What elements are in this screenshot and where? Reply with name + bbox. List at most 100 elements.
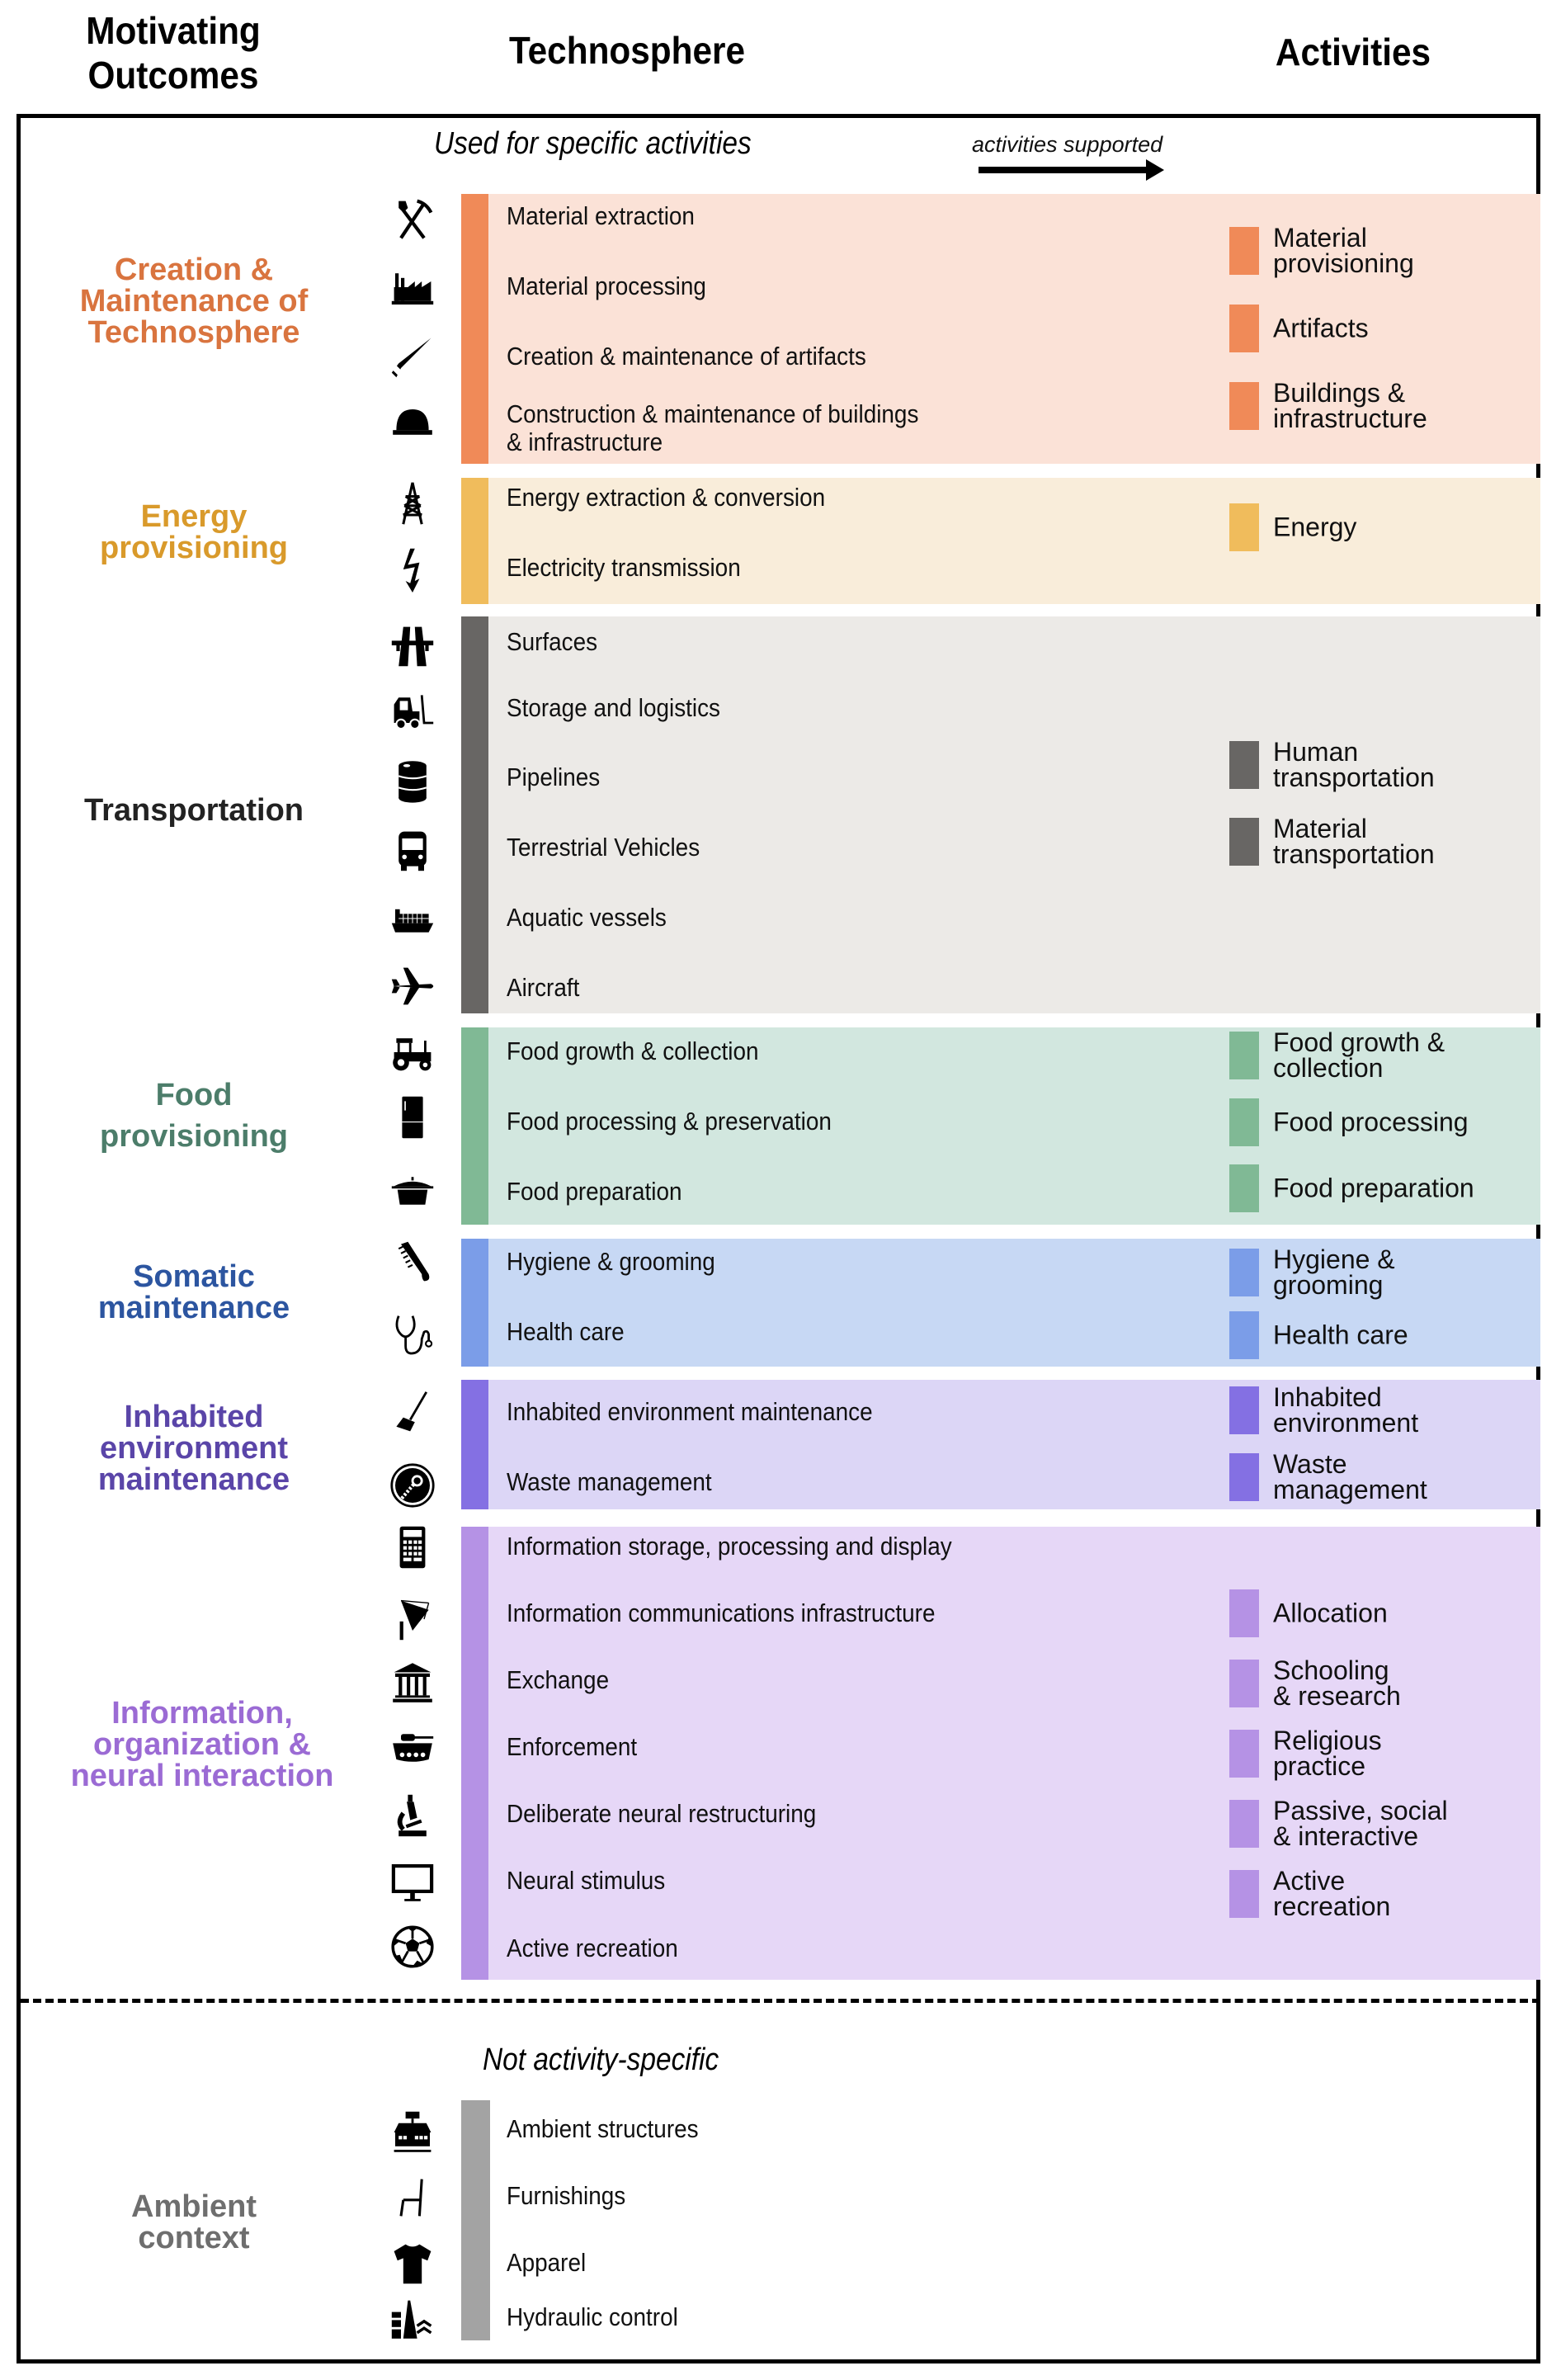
activity-label: Schooling & research (1273, 1655, 1401, 1711)
activity-swatch (1229, 1660, 1259, 1707)
activity-label: Active recreation (1273, 1866, 1391, 1921)
activity-swatch (1229, 1730, 1259, 1778)
tech-item: Neural stimulus (507, 1866, 666, 1895)
block-background (488, 1027, 1540, 1225)
tech-item: Exchange (507, 1665, 610, 1694)
block-background (488, 1239, 1540, 1367)
activity-label: Food preparation (1273, 1173, 1474, 1203)
category-label-creation: Creation & Maintenance of Technosphere (79, 253, 309, 350)
header-technosphere: Technosphere (508, 29, 746, 72)
tech-item: Aquatic vessels (507, 903, 667, 932)
block-background (488, 1527, 1540, 1980)
factory-icon (389, 264, 436, 310)
activity-swatch (1229, 382, 1259, 430)
category-label-transport: Transportation (83, 793, 304, 828)
cargo-ship-icon (389, 895, 436, 942)
block-somatic (461, 1239, 1540, 1367)
activity-label: Artifacts (1273, 313, 1369, 343)
activity-label: Hygiene & grooming (1273, 1244, 1395, 1300)
bus-icon (389, 827, 436, 873)
tech-item: Health care (507, 1317, 625, 1346)
tech-item: Pipelines (507, 763, 601, 791)
calculator-icon (389, 1524, 436, 1570)
category-label-somatic: Somatic maintenance (97, 1259, 290, 1325)
activities-arrow-icon (979, 159, 1164, 181)
tech-item: Energy extraction & conversion (507, 483, 826, 512)
activity-label: Passive, social & interactive (1273, 1796, 1448, 1851)
activity-swatch (1229, 1589, 1259, 1637)
block-background (488, 616, 1540, 1013)
satellite-dish-icon (389, 1596, 436, 1642)
tech-item: Aircraft (507, 973, 580, 1002)
microscope-icon (389, 1792, 436, 1839)
tech-item: Surfaces (507, 627, 598, 656)
tech-item: Construction & maintenance of buildings … (507, 399, 919, 456)
subtitle-specific: Used for specific activities (434, 126, 752, 161)
color-bar (461, 1380, 488, 1509)
block-info (461, 1527, 1540, 1980)
highway-icon (389, 622, 436, 668)
activity-swatch (1229, 1870, 1259, 1918)
activity-label: Food growth & collection (1273, 1027, 1445, 1083)
forklift-icon (389, 688, 436, 734)
block-background (488, 194, 1540, 464)
tech-item: Furnishings (507, 2181, 626, 2210)
activity-swatch (1229, 1453, 1259, 1501)
tech-item: Enforcement (507, 1732, 638, 1761)
activity-label: Material provisioning (1273, 223, 1414, 278)
refrigerator-icon (389, 1094, 436, 1140)
tractor-icon (389, 1029, 436, 1075)
tshirt-icon (389, 2240, 436, 2286)
category-label-food: Food provisioning (100, 1078, 288, 1154)
activity-swatch (1229, 1164, 1259, 1212)
airplane-icon (389, 963, 436, 1009)
tech-item: Apparel (507, 2248, 587, 2277)
activity-swatch (1229, 1249, 1259, 1296)
tech-item: Material extraction (507, 201, 695, 230)
category-label-energy: Energy provisioning (100, 499, 288, 565)
oil-derrick-icon (389, 480, 436, 527)
tech-item: Terrestrial Vehicles (507, 833, 700, 862)
activity-label: Health care (1273, 1320, 1408, 1350)
monitor-icon (389, 1858, 436, 1905)
category-label-ambient: Ambient context (131, 2189, 257, 2255)
color-bar (461, 194, 488, 464)
cooking-pot-icon (389, 1168, 436, 1214)
activity-swatch (1229, 1311, 1259, 1359)
header-motivating-outcomes: Motivating Outcomes (86, 9, 261, 97)
category-label-info: Information, organization & neural inter… (70, 1696, 334, 1793)
activity-swatch (1229, 1800, 1259, 1848)
activity-label: Buildings & infrastructure (1273, 378, 1427, 433)
tech-item: Material processing (507, 272, 706, 300)
tech-item: Food processing & preservation (507, 1107, 832, 1136)
tech-item: Information storage, processing and disp… (507, 1532, 952, 1561)
header-activities: Activities (1275, 31, 1431, 73)
activity-label: Allocation (1273, 1598, 1388, 1628)
tech-item: Active recreation (507, 1934, 678, 1962)
tech-item: Information communications infrastructur… (507, 1598, 936, 1627)
dam-icon (389, 2296, 436, 2342)
color-bar (461, 1027, 488, 1225)
lightning-bolt-icon (389, 546, 436, 593)
tech-item: Food growth & collection (507, 1037, 759, 1065)
tech-item: Hydraulic control (507, 2302, 678, 2331)
category-label-inhabited: Inhabited environment maintenance (97, 1400, 290, 1497)
activity-swatch (1229, 305, 1259, 352)
arrow-label: activities supported (972, 132, 1163, 157)
color-bar (461, 2100, 490, 2340)
activity-swatch (1229, 741, 1259, 789)
bank-building-icon (389, 1660, 436, 1706)
storefront-icon (389, 2109, 436, 2156)
color-bar (461, 616, 488, 1013)
block-background (488, 478, 1540, 604)
tank-icon (389, 1725, 436, 1771)
chair-icon (389, 2175, 436, 2221)
comb-icon (389, 1240, 436, 1286)
color-bar (461, 1527, 488, 1980)
activity-swatch (1229, 818, 1259, 866)
tech-item: Storage and logistics (507, 693, 721, 722)
activity-label: Inhabited environment (1273, 1382, 1419, 1438)
color-bar (461, 478, 488, 604)
barrel-icon (389, 758, 436, 804)
block-energy (461, 478, 1540, 604)
